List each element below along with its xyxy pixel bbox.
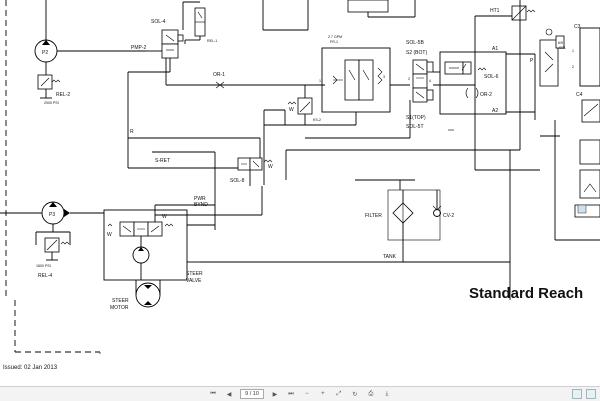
pump-p2: P2: [34, 39, 58, 63]
label-rel2-pressure: 2000 PSI: [44, 101, 59, 105]
label-p-right: P: [530, 58, 534, 64]
svg-text:1: 1: [572, 49, 574, 53]
label-cv2: CV-2: [443, 213, 454, 219]
label-filter: FILTER: [365, 213, 382, 219]
label-sol8: SOL-8: [230, 178, 245, 184]
label-spec-2: FR-1: [330, 40, 338, 44]
label-pmp2: PMP-2: [131, 45, 147, 51]
label-r: R: [130, 129, 134, 135]
valve-rel1: [194, 7, 206, 37]
download-icon[interactable]: ⤓: [385, 390, 389, 397]
label-or1: OR-1: [213, 72, 225, 78]
svg-text:W: W: [289, 107, 294, 113]
label-sol4: SOL-4: [151, 19, 166, 25]
filter: [392, 202, 414, 224]
label-rel4: REL-4: [38, 273, 52, 279]
label-c3: C3: [574, 24, 581, 30]
label-tank: TANK: [383, 254, 397, 260]
pump-p3: P3: [41, 201, 70, 225]
page-current: 9: [245, 391, 249, 397]
steer-motor: [135, 282, 161, 308]
relief-valve-ks2: W: [287, 97, 313, 115]
toolbar-right: [572, 389, 596, 399]
relief-valve-rel4: [44, 237, 70, 261]
label-a2: A2: [492, 108, 498, 114]
steer-valve-block: [103, 209, 188, 281]
label-rel1: REL-1: [207, 39, 217, 43]
label-sol6: SOL-6: [484, 74, 499, 80]
valve-sol5: [412, 59, 434, 103]
svg-text:1: 1: [319, 79, 321, 83]
issued-date: Issued: 02 Jan 2013: [3, 365, 58, 371]
label-ks2: KS-2: [313, 118, 321, 122]
valve-sol6: [444, 61, 487, 75]
label-sol5t: SOL-5T: [406, 124, 424, 130]
sidebar-toggle-icon[interactable]: [586, 389, 596, 399]
label-s2-bot: S2 (BOT): [406, 50, 427, 56]
label-sret: S-RET: [155, 158, 170, 164]
svg-text:W: W: [162, 214, 167, 220]
prev-page-icon[interactable]: ◀: [226, 391, 232, 398]
print-icon[interactable]: ⎙: [368, 390, 374, 397]
label-a1: A1: [492, 46, 498, 52]
zoom-out-icon[interactable]: −: [305, 391, 309, 397]
diagram-title: Standard Reach: [469, 285, 583, 302]
valve-sol6-block: [439, 51, 507, 115]
svg-text:2: 2: [408, 77, 410, 81]
svg-text:SOL: SOL: [559, 46, 566, 50]
heater-ht1: [511, 5, 536, 21]
label-steer-valve-2: VALVE: [186, 278, 202, 284]
valve-sol8: [237, 157, 273, 171]
label-p3: P3: [49, 212, 55, 218]
pdf-viewer-toolbar: ⏮ ◀ 9 / 10 ▶ ⏭ − + ⤢ ↻ ⎙ ⤓: [0, 386, 600, 401]
first-page-icon[interactable]: ⏮: [210, 390, 216, 397]
steer-valve: [107, 221, 174, 264]
orifice-or2: [465, 87, 479, 99]
label-rel2: REL-2: [56, 92, 70, 98]
svg-text:3: 3: [383, 75, 385, 79]
relief-valve-rel2: [37, 74, 61, 99]
label-or2: OR-2: [480, 92, 492, 98]
hydraulic-schematic: P2 REL-2 2000 PSI SOL-4 PMP-2 REL-1 OR-1: [0, 0, 600, 354]
label-spec-1: 2.7 GPM: [328, 35, 342, 39]
svg-text:W: W: [107, 232, 112, 238]
svg-text:2: 2: [572, 65, 574, 69]
fullscreen-icon[interactable]: [572, 389, 582, 399]
label-c4: C4: [576, 92, 583, 98]
valve-sol4: [161, 29, 184, 59]
last-page-icon[interactable]: ⏭: [288, 390, 294, 397]
label-ht1: HT1: [490, 8, 500, 14]
label-steer-motor-1: STEER: [112, 298, 129, 304]
svg-text:6/9: 6/9: [558, 41, 563, 45]
page-total: 10: [252, 391, 259, 397]
label-p2: P2: [42, 50, 48, 56]
zoom-in-icon[interactable]: +: [321, 391, 325, 397]
svg-text:W: W: [268, 164, 273, 170]
check-valve-cv2: [432, 205, 442, 217]
fit-icon[interactable]: ⤢: [336, 390, 342, 397]
label-steer-motor-2: MOTOR: [110, 305, 129, 311]
label-sol5b: SOL-5B: [406, 40, 424, 46]
label-pwr: PWR: [194, 196, 206, 202]
valve-right-c3: [539, 28, 565, 87]
rotate-icon[interactable]: ↻: [352, 391, 358, 398]
label-s1-top: S1(TOP): [406, 115, 426, 121]
valve-cylinder-control: [321, 47, 391, 113]
next-page-icon[interactable]: ▶: [272, 391, 278, 398]
label-steer-valve-1: STEER: [186, 271, 203, 277]
svg-text:4: 4: [429, 79, 431, 83]
page-indicator[interactable]: 9 / 10: [240, 389, 264, 399]
label-rel4-pressure: 1600 PSI: [36, 264, 51, 268]
